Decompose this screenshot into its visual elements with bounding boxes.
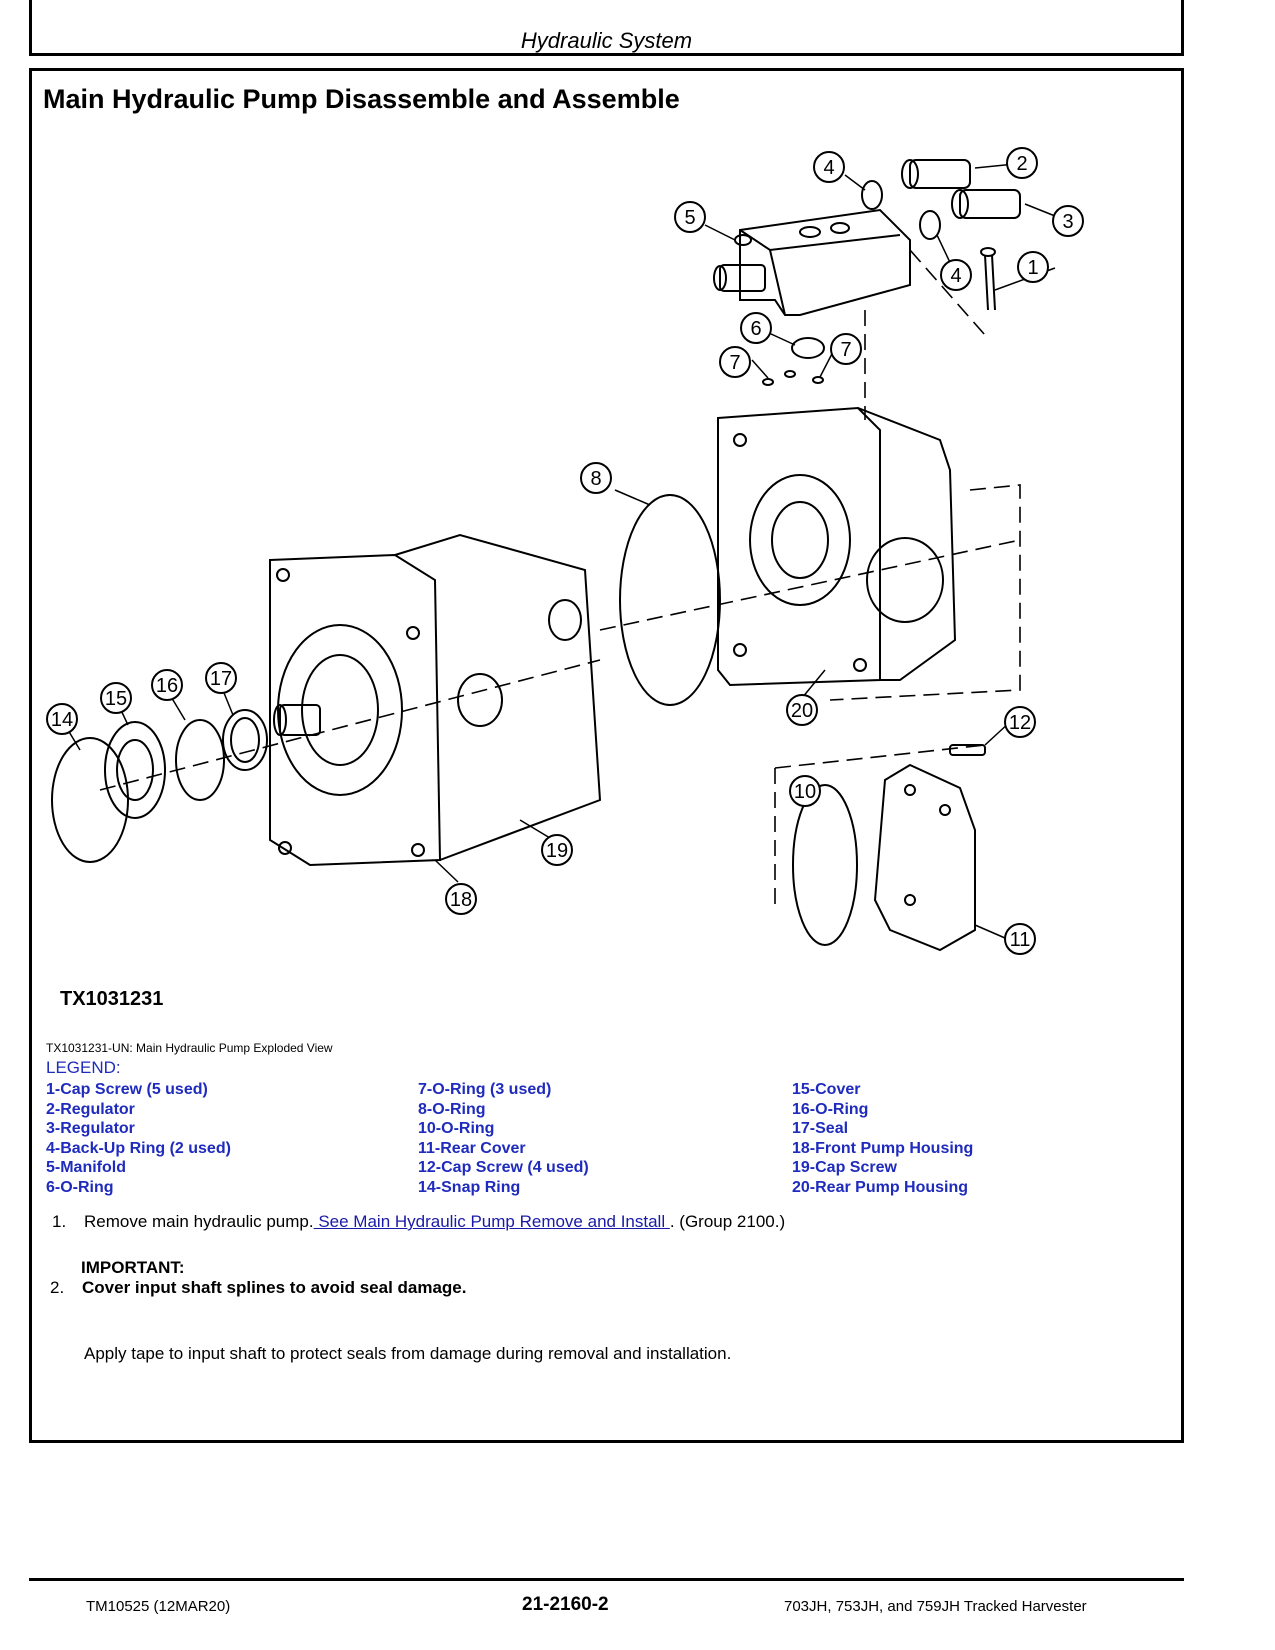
callout-label: 7 [729,352,740,374]
legend-item: 19-Cap Screw [792,1159,897,1176]
callout-3: 3 [1052,205,1084,237]
callout-label: 15 [105,688,127,710]
rear-cover-parts [792,744,986,952]
legend-item: 20-Rear Pump Housing [792,1178,969,1196]
callout-label: 4 [823,157,834,179]
callout-11: 11 [1004,923,1036,955]
legend-item: 18-Front Pump Housing [792,1139,974,1157]
legend-item: 10-O-Ring [418,1120,495,1137]
callout-12: 12 [1004,706,1036,738]
o-ring-8 [619,494,721,706]
legend-column-1: 1-Cap Screw (5 used) 2-Regulator 3-Regul… [46,1080,231,1197]
legend-item: 16-O-Ring [792,1100,869,1118]
callout-8: 8 [580,462,612,494]
callout-4a: 4 [813,151,845,183]
callout-label: 14 [51,709,73,731]
legend-item: 17-Seal [792,1120,849,1137]
footer-product: 703JH, 753JH, and 759JH Tracked Harveste… [784,1598,1087,1615]
footer-manual-id: TM10525 (12MAR20) [86,1598,231,1615]
callout-label: 12 [1009,712,1031,734]
section-header: Hydraulic System [520,28,693,53]
callout-7a: 7 [719,346,751,378]
manifold-part [713,208,911,316]
legend-item: 2-Regulator [46,1100,135,1118]
callout-label: 3 [1062,211,1073,233]
callout-15: 15 [100,682,132,714]
legend-item: 4-Back-Up Ring (2 used) [46,1139,231,1157]
callout-20: 20 [786,694,818,726]
step-text: Cover input shaft splines to avoid seal … [82,1278,467,1297]
page-title: Main Hydraulic Pump Disassemble and Asse… [43,84,680,114]
legend-column-3: 15-Cover 16-O-Ring 17-Seal 18-Front Pump… [792,1080,973,1197]
callout-7b: 7 [830,333,862,365]
callout-label: 6 [750,318,761,340]
step-text: Remove main hydraulic pump. [84,1212,314,1231]
legend-item: 11-Rear Cover [418,1139,526,1157]
callout-label: 17 [210,668,232,690]
callout-label: 4 [950,265,961,287]
remove-install-link[interactable]: See Main Hydraulic Pump Remove and Insta… [313,1212,670,1231]
callout-label: 11 [1010,929,1031,951]
callout-label: 2 [1016,153,1027,175]
legend-item: 12-Cap Screw (4 used) [418,1159,589,1176]
callout-19: 19 [541,834,573,866]
callout-5: 5 [674,201,706,233]
legend-title: LEGEND: [46,1058,121,1077]
rear-pump-housing [717,406,957,687]
legend-column-2: 7-O-Ring (3 used) 8-O-Ring 10-O-Ring 11-… [418,1080,589,1197]
callout-1: 1 [1017,251,1049,283]
callout-label: 10 [794,781,816,803]
callout-label: 5 [684,207,695,229]
regulator-parts [861,159,1021,311]
callout-10: 10 [789,775,821,807]
callout-label: 18 [450,889,472,911]
callout-4b: 4 [940,259,972,291]
callout-label: 16 [156,675,178,697]
step-note: Apply tape to input shaft to protect sea… [84,1344,732,1363]
legend-item: 8-O-Ring [418,1100,486,1118]
callout-label: 19 [546,840,568,862]
leader-lines [67,163,1061,939]
o-ring-parts-upper [762,337,825,386]
figure-caption: TX1031231-UN: Main Hydraulic Pump Explod… [46,1041,333,1055]
callout-18: 18 [445,883,477,915]
callout-label: 20 [791,700,813,722]
step-number: 2. [50,1278,65,1297]
footer-rule [29,1578,1184,1581]
callout-label: 7 [840,339,851,361]
important-label: IMPORTANT: [81,1258,185,1277]
legend-item: 15-Cover [792,1081,861,1098]
legend-item: 7-O-Ring (3 used) [418,1081,552,1098]
callout-label: 8 [590,468,601,490]
step-number: 1. [52,1212,67,1231]
callout-2: 2 [1006,147,1038,179]
exploded-view-diagram: 1 2 3 4 4 5 6 7 7 8 10 11 12 14 15 16 17… [46,147,1084,955]
footer-page-number: 21-2160-2 [522,1594,609,1615]
legend-item: 1-Cap Screw (5 used) [46,1081,208,1098]
step-1: 1. Remove main hydraulic pump. See Main H… [52,1212,785,1232]
figure-id: TX1031231 [60,988,164,1010]
callout-17: 17 [205,662,237,694]
step-suffix: . (Group 2100.) [669,1212,786,1231]
legend-item: 3-Regulator [46,1120,135,1137]
callout-14: 14 [46,703,78,735]
callout-6: 6 [740,312,772,344]
content-frame [29,68,1184,1443]
header-frame [29,0,1184,56]
callout-16: 16 [151,669,183,701]
front-pump-housing [269,533,602,867]
legend-item: 5-Manifold [46,1159,126,1176]
callout-label: 1 [1027,257,1038,279]
legend-item: 6-O-Ring [46,1178,114,1196]
step-2: 2. Cover input shaft splines to avoid sea… [50,1278,466,1298]
legend-item: 14-Snap Ring [418,1178,521,1196]
front-seal-parts [51,709,268,863]
